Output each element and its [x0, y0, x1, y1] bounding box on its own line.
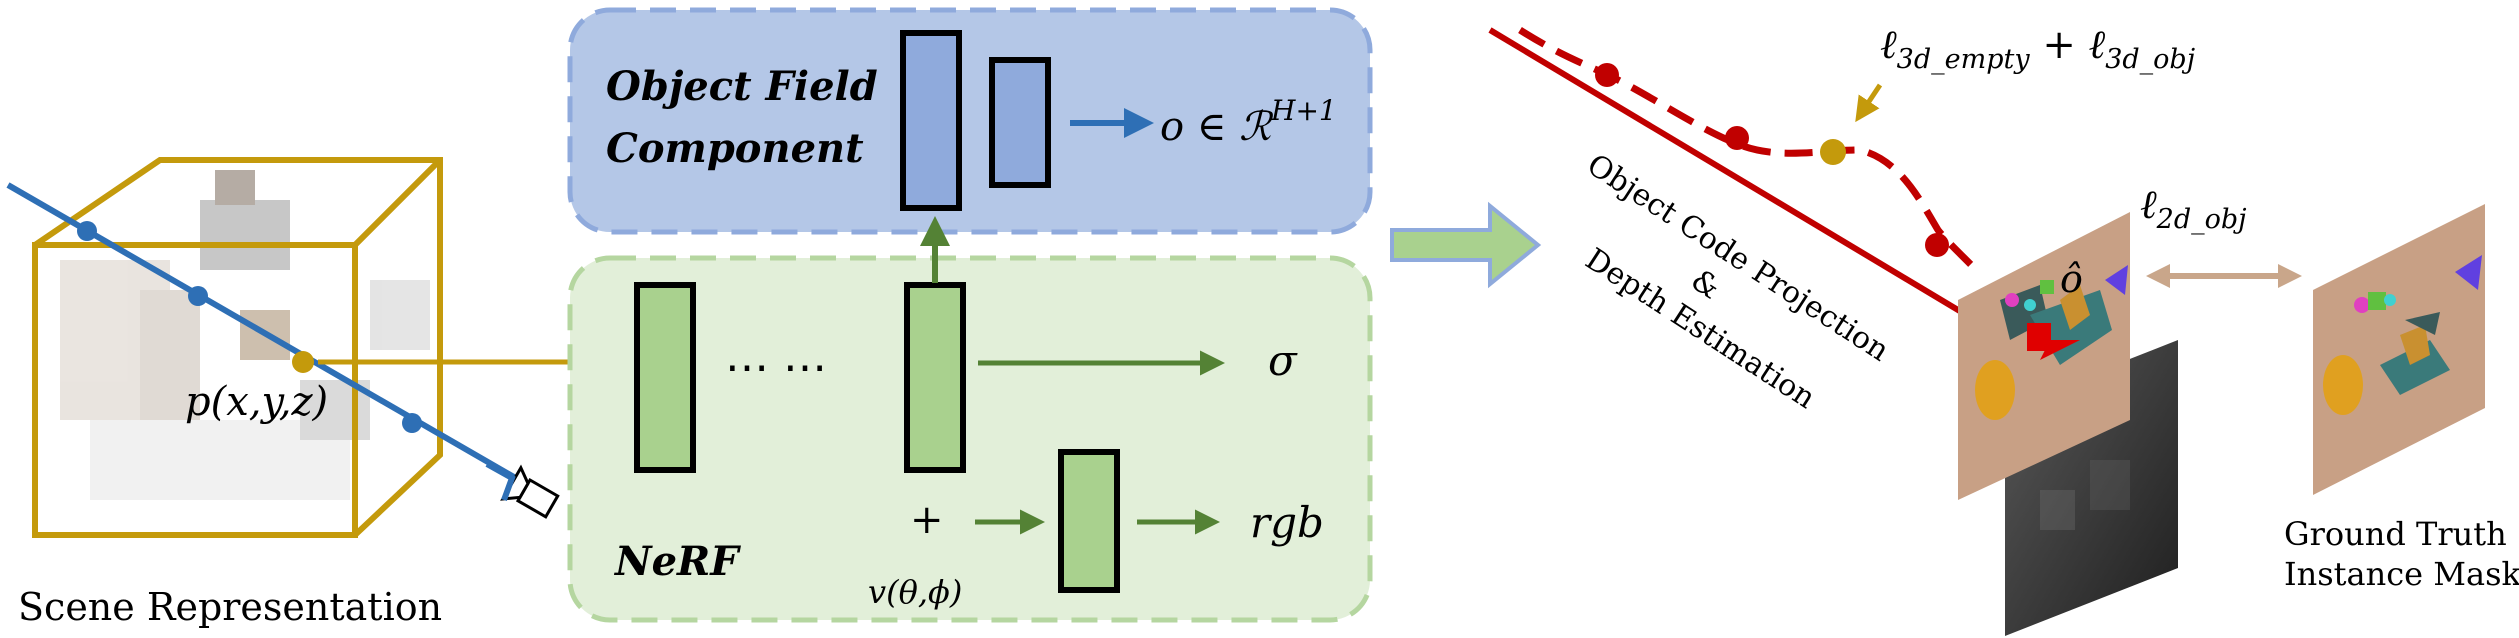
- scene-representation: p(x,y,z) Scene Representation: [6, 157, 617, 629]
- nerf-layer-bar: [904, 282, 966, 473]
- ground-truth-shapes: [2323, 255, 2482, 415]
- projection-section: ℓ3d_empty + ℓ3d_obj ℓ2d_obj Object Code …: [1488, 22, 2519, 636]
- object-output-label: o ∈ ℛH+1: [1160, 94, 1337, 150]
- sigma-label: σ: [1268, 336, 1298, 385]
- ground-truth-plane: [2313, 204, 2485, 495]
- bounding-cube: [32, 157, 443, 538]
- depth-sample-point: [1725, 126, 1749, 150]
- depth-sample-point: [1595, 63, 1619, 87]
- projection-ray: [1488, 27, 2047, 365]
- o-hat-label: ô: [2060, 257, 2083, 301]
- scene-render: [60, 170, 430, 500]
- pipeline-arrow: [1390, 201, 1542, 289]
- rgb-layer-bar: [1058, 449, 1120, 593]
- nerf-title: NeRF: [613, 538, 741, 585]
- ray-sample-point: [77, 221, 97, 241]
- nerf-layer-bar: [634, 282, 696, 473]
- object-field-component: Object Field Component o ∈ ℛH+1: [567, 7, 1373, 235]
- ray-sample-point: [188, 286, 208, 306]
- nerf-component: ⋯ ⋯ σ + rgb v(θ,ϕ) NeRF: [567, 216, 1373, 623]
- loss-pointer-arrow: [1855, 83, 1883, 123]
- ray-direction-icon: [485, 461, 516, 502]
- ray-sample-point: [402, 413, 422, 433]
- depth-map-shapes: [2040, 460, 2130, 530]
- nerf-box: [567, 255, 1373, 623]
- query-point: [292, 351, 314, 373]
- predicted-mask-shapes: [1975, 265, 2128, 420]
- loss-3d-label: ℓ3d_empty + ℓ3d_obj: [1880, 22, 2195, 75]
- point-label: p(x,y,z): [185, 379, 328, 425]
- camera-ray: [6, 182, 547, 498]
- viewdir-label: v(θ,ϕ): [868, 573, 962, 611]
- plus-sign: +: [910, 497, 944, 543]
- svg-text:&: &: [1685, 263, 1726, 307]
- object-layer-bar: [900, 30, 962, 211]
- depth-sample-point: [1925, 233, 1949, 257]
- object-field-box: [567, 7, 1373, 235]
- layer-ellipsis: ⋯ ⋯: [725, 342, 827, 393]
- object-layer-bar: [989, 57, 1051, 188]
- ground-truth-caption-2: Instance Mask: [2284, 555, 2519, 593]
- scene-caption: Scene Representation: [18, 585, 442, 629]
- object-field-title-2: Component: [606, 125, 864, 172]
- projection-caption: Object Code Projection & Depth Estimatio…: [1579, 147, 1895, 416]
- object-field-title-1: Object Field: [606, 63, 878, 110]
- loss-2d-label: ℓ2d_obj: [2140, 182, 2247, 235]
- ground-truth-caption-1: Ground Truth: [2284, 515, 2507, 553]
- empty-sample-point: [1820, 139, 1846, 165]
- rgb-label: rgb: [1250, 498, 1324, 547]
